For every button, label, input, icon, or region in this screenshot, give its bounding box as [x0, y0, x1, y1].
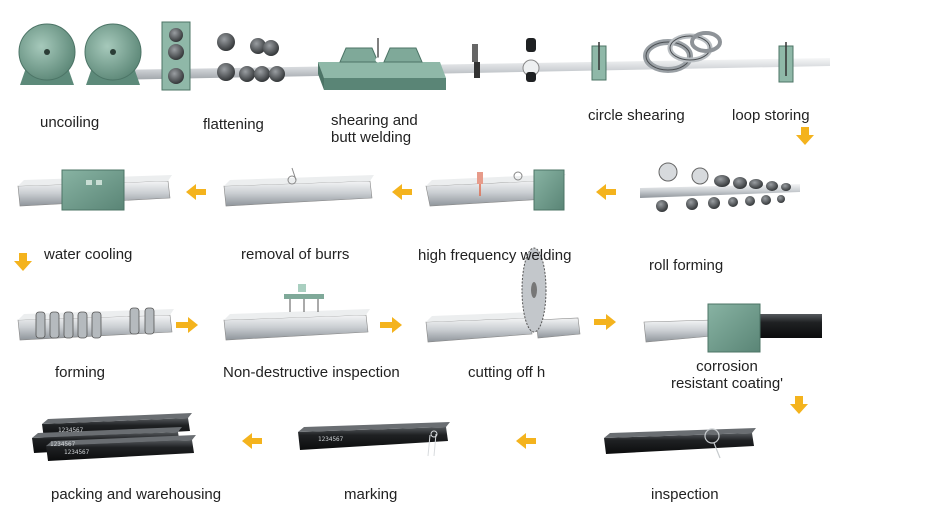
label-marking: marking: [344, 486, 398, 503]
label-packing-and-warehousing: packing and warehousing: [51, 486, 222, 503]
inspection-pipe: [604, 428, 756, 459]
shearing-welding-machine: [318, 38, 446, 90]
label-high-frequency-welding: high frequency welding: [418, 247, 572, 264]
roll-forming-machine: [640, 162, 800, 212]
forming-machine: [17, 307, 174, 341]
arrow-down-1: [796, 127, 814, 145]
label-loop-storing: loop storing: [732, 107, 810, 124]
arrow-right-2: [380, 317, 402, 333]
uncoiler-machine-1: [18, 23, 76, 85]
pipe-stamp-packed-2: 1234567: [50, 441, 76, 448]
pipe-stamp-packed-3: 1234567: [64, 449, 90, 456]
label-circle-shearing: circle shearing: [588, 107, 685, 124]
arrow-right-3: [594, 314, 616, 330]
arrow-left-4: [516, 433, 536, 449]
flattening-frame: [161, 21, 191, 91]
packed-pipes: 1234567 1234567 1234567: [32, 413, 196, 461]
guide-rolls: [472, 38, 540, 82]
loop-storing-machine: [778, 42, 794, 83]
ndt-machine: [223, 284, 370, 341]
hf-welding-machine: [425, 169, 566, 211]
cutting-machine: [425, 247, 581, 343]
pipe-stamp-marking: 1234567: [318, 436, 344, 443]
arrow-left-1: [596, 184, 616, 200]
label-corrosion-resistant-coating: corrosion resistant coating': [670, 358, 784, 392]
label-inspection: inspection: [651, 486, 719, 503]
label-flattening: flattening: [203, 116, 264, 133]
label-forming: forming: [55, 364, 106, 381]
flow-arrows: [14, 127, 814, 449]
arrow-left-2: [392, 184, 412, 200]
circle-shearing-machine: [591, 42, 607, 81]
pipe-stamp-packed-1: 1234567: [58, 427, 84, 434]
coating-machine: [643, 303, 822, 353]
arrow-down-3: [790, 396, 808, 414]
label-uncoiling: uncoiling: [40, 114, 100, 131]
burr-removal-tube: [223, 167, 374, 207]
uncoiler-machine-2: [84, 23, 142, 85]
flattening-rolls: [217, 33, 285, 82]
label-water-cooling: water cooling: [44, 246, 133, 263]
label-non-destructive-inspection: Non-destructive inspection: [223, 364, 400, 381]
trimmed-edge-coils: [643, 31, 722, 73]
water-cooling-machine: [17, 169, 172, 211]
arrow-down-2: [14, 253, 32, 271]
label-cutting-off: cutting off h: [468, 364, 546, 381]
label-roll-forming: roll forming: [649, 257, 724, 274]
label-removal-of-burrs: removal of burrs: [241, 246, 350, 263]
arrow-left-5: [242, 433, 262, 449]
arrow-right-1: [176, 317, 198, 333]
label-shearing-butt-welding: shearing and butt welding: [331, 112, 418, 146]
arrow-left-3: [186, 184, 206, 200]
marking-pipe: 1234567: [298, 422, 450, 457]
